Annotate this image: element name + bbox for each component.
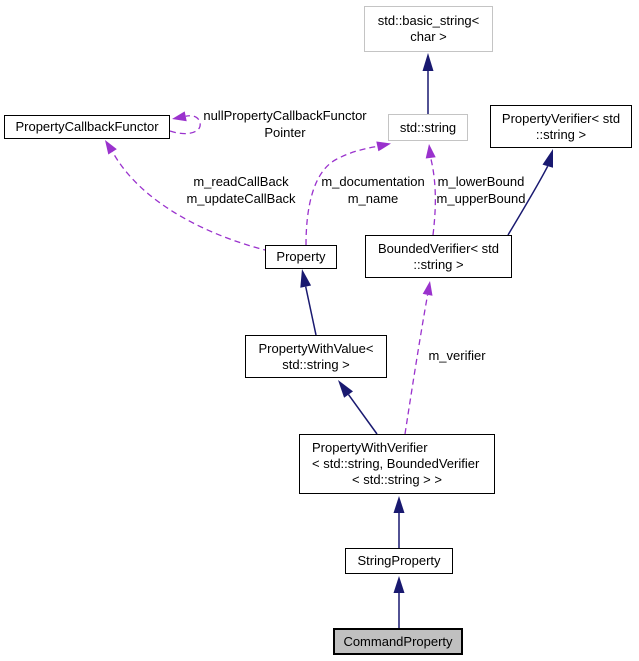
edge-label-line: m_upperBound <box>436 190 526 206</box>
edge-label-line: Pointer <box>264 124 306 140</box>
edge-propertywithvalue-to-property <box>300 269 317 336</box>
edge-propertywithverifier-to-boundedverifier <box>404 281 433 435</box>
node-label-line: std::basic_string< <box>377 13 480 28</box>
node-label-line: ::string > <box>413 256 464 272</box>
node-label-line: CommandProperty <box>343 633 453 649</box>
node-label-line: std::string <box>399 119 457 135</box>
node-label-line: ::string > <box>535 126 587 142</box>
node-property-with-value[interactable]: PropertyWithValue< std::string > <box>245 335 387 378</box>
edge-label-line: m_lowerBound <box>437 174 525 189</box>
node-label-line: std::string > <box>282 356 350 372</box>
edge-label-bounds: m_lowerBound m_upperBound <box>421 174 541 207</box>
node-label-line: BoundedVerifier< std <box>377 240 500 256</box>
edge-boundedverifier-to-propertyverifier <box>507 149 553 236</box>
node-label-line: StringProperty <box>357 553 441 568</box>
edge-property-to-callbackfunctor <box>105 140 270 252</box>
edge-label-null-pointer: nullPropertyCallbackFunctor Pointer <box>195 108 375 141</box>
edge-label-documentation: m_documentation m_name <box>313 174 433 207</box>
node-label-line: PropertyWithVerifier <box>312 440 428 455</box>
edge-property-to-stdstring <box>305 141 391 246</box>
edge-stringproperty-to-propertywithverifier <box>393 496 405 548</box>
node-label-line: Property <box>276 249 326 264</box>
node-command-property: CommandProperty <box>333 628 463 655</box>
edge-label-line: nullPropertyCallbackFunctor <box>203 108 367 123</box>
node-property-verifier[interactable]: PropertyVerifier< std ::string > <box>490 105 632 148</box>
node-label-line: PropertyCallbackFunctor <box>15 119 159 134</box>
node-label-line: PropertyVerifier< std <box>501 110 621 126</box>
edge-label-line: m_updateCallBack <box>186 190 296 206</box>
edge-commandproperty-to-stringproperty <box>393 576 405 628</box>
node-label-line: char > <box>410 29 447 44</box>
node-string-property[interactable]: StringProperty <box>345 548 453 574</box>
edge-label-line: m_documentation <box>321 174 425 189</box>
edge-propertywithverifier-to-propertywithvalue <box>338 380 378 435</box>
node-bounded-verifier[interactable]: BoundedVerifier< std ::string > <box>365 235 512 278</box>
node-property-with-verifier[interactable]: PropertyWithVerifier < std::string, Boun… <box>299 434 495 494</box>
node-std-basic-string[interactable]: std::basic_string< char > <box>364 6 493 52</box>
edge-stdstring-to-basicstring <box>422 53 434 114</box>
edge-label-line: m_verifier <box>428 348 486 363</box>
edge-label-line: m_readCallBack <box>193 174 289 189</box>
node-label-line: PropertyWithValue< <box>258 340 374 356</box>
node-property[interactable]: Property <box>265 245 337 269</box>
node-property-callback-functor[interactable]: PropertyCallbackFunctor <box>4 115 170 139</box>
edge-callbackfunctor-self-loop <box>169 111 201 135</box>
node-std-string[interactable]: std::string <box>388 114 468 141</box>
edge-label-verifier: m_verifier <box>424 348 490 365</box>
node-label-line: < std::string > > <box>352 472 442 487</box>
node-label-line: < std::string, BoundedVerifier <box>312 456 480 471</box>
edge-label-callbacks: m_readCallBack m_updateCallBack <box>166 174 316 207</box>
edge-boundedverifier-to-stdstring <box>425 144 436 236</box>
edge-label-line: m_name <box>347 190 399 206</box>
